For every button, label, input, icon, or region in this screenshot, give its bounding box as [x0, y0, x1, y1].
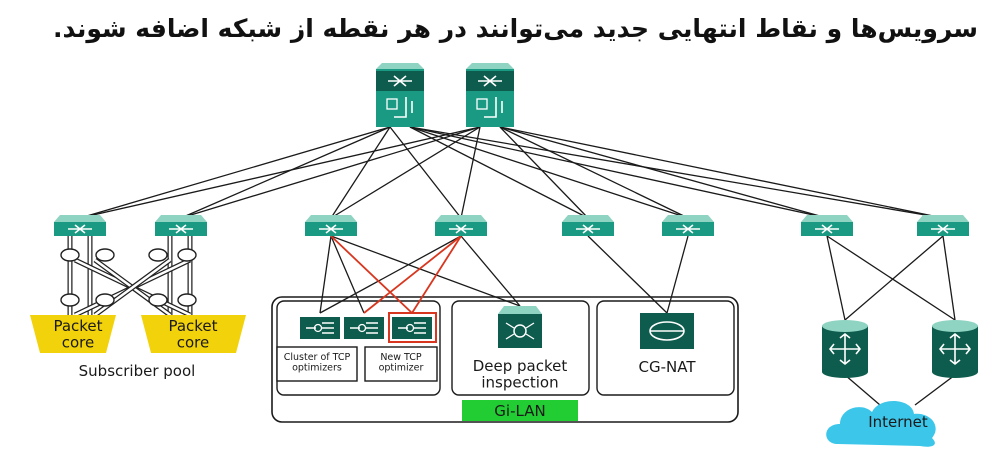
router-icon — [828, 332, 862, 366]
internet-label: Internet — [868, 413, 928, 431]
spine-leaf-link — [389, 126, 462, 219]
subscriber-pool-label: Subscriber pool — [79, 362, 196, 380]
dpi-device-icon — [513, 324, 527, 338]
leaf-cgnat-link — [587, 235, 668, 314]
chain-joint — [95, 248, 115, 262]
leaf-switch-icon — [576, 224, 600, 234]
internet-cloud-icon — [826, 400, 936, 447]
gilan-badge — [462, 400, 578, 421]
link-lines — [79, 126, 956, 406]
packet-core-chains — [60, 236, 197, 318]
spine-leaf-link — [499, 126, 689, 219]
spine-leaf-link — [330, 126, 391, 219]
tcp-optimizer — [344, 317, 384, 339]
router-internet-link — [844, 374, 881, 406]
spine-leaf-link — [499, 126, 589, 219]
chain-joint — [177, 293, 197, 307]
leaf-switch — [662, 215, 714, 236]
spine-leaf-link — [409, 126, 589, 219]
leaf-switch-icon — [68, 224, 92, 234]
cgnat-device — [640, 313, 694, 349]
new-tcp-optimizer — [392, 317, 432, 339]
router — [822, 320, 868, 378]
spine-leaf-link — [180, 126, 391, 219]
tcp-optimizer-icon — [306, 322, 334, 334]
leaf-tcp-link — [319, 235, 462, 314]
spine-leaf-link — [409, 126, 944, 219]
leaf-switch — [562, 215, 614, 236]
spine-leaf-link — [180, 126, 481, 219]
dpi-box — [451, 300, 590, 396]
leaf-switch — [54, 215, 106, 236]
router — [932, 320, 978, 378]
page-title: سرویس‌ها و نقاط انتهایی جدید می‌توانند د… — [53, 14, 978, 43]
chain-joint — [177, 248, 197, 262]
leaf-tcp-link — [319, 235, 332, 314]
chain-joint — [148, 248, 168, 262]
leaf-switch-icon — [449, 224, 473, 234]
leaf-dpi-link — [330, 235, 521, 307]
chain-joint — [60, 293, 80, 307]
leaf-switch — [435, 215, 487, 236]
leaf-router-link — [844, 235, 944, 321]
spine-leaf-link — [79, 126, 391, 219]
spine-leaf-link — [409, 126, 828, 219]
dpi-device — [498, 306, 542, 348]
spine-leaf-link — [79, 126, 481, 219]
cgnat-box — [596, 300, 735, 396]
router-icon — [938, 332, 972, 366]
leaf-dpi-link — [460, 235, 521, 307]
cluster-tcp-label-box — [276, 346, 358, 382]
chain-joint — [95, 293, 115, 307]
leaf-switch — [305, 215, 357, 236]
new-tcp-link — [330, 235, 413, 314]
spine-leaf-link — [499, 126, 944, 219]
spine-switch-icon — [478, 75, 502, 87]
leaf-switch-icon — [931, 224, 955, 234]
leaf-switch-icon — [169, 224, 193, 234]
leaf-router-link — [942, 235, 956, 321]
spine-switch-icon — [388, 75, 412, 87]
new-tcp-label-box — [364, 346, 438, 382]
gilan-label: Gi-LAN — [494, 402, 545, 420]
spine-leaf-link — [499, 126, 828, 219]
leaf-switch-icon — [676, 224, 700, 234]
leaf-switch — [155, 215, 207, 236]
tcp-optimizer-icon — [350, 322, 378, 334]
router-internet-link — [914, 374, 956, 406]
spine-leaf-link — [460, 126, 481, 219]
leaf-cgnat-link — [666, 235, 689, 314]
chain-joint — [148, 293, 168, 307]
leaf-tcp-link — [330, 235, 365, 314]
leaf-switch — [917, 215, 969, 236]
new-tcp-link — [363, 235, 462, 314]
spine-switch — [466, 63, 514, 127]
leaf-router-link — [826, 235, 846, 321]
spine-switch — [376, 63, 424, 127]
spine-leaf-link — [330, 126, 481, 219]
tcp-optimizer — [300, 317, 340, 339]
leaf-switch-icon — [815, 224, 839, 234]
cgnat-label: CG-NAT — [639, 358, 697, 376]
tcp-optimizer-icon — [398, 322, 426, 334]
leaf-switch — [801, 215, 853, 236]
chain-joint — [60, 248, 80, 262]
new-tcp-highlight — [388, 312, 437, 343]
leaf-router-link — [826, 235, 956, 321]
new-tcp-link — [411, 235, 462, 314]
leaf-switch-icon — [319, 224, 343, 234]
internet-cloud: Internet — [826, 400, 936, 447]
